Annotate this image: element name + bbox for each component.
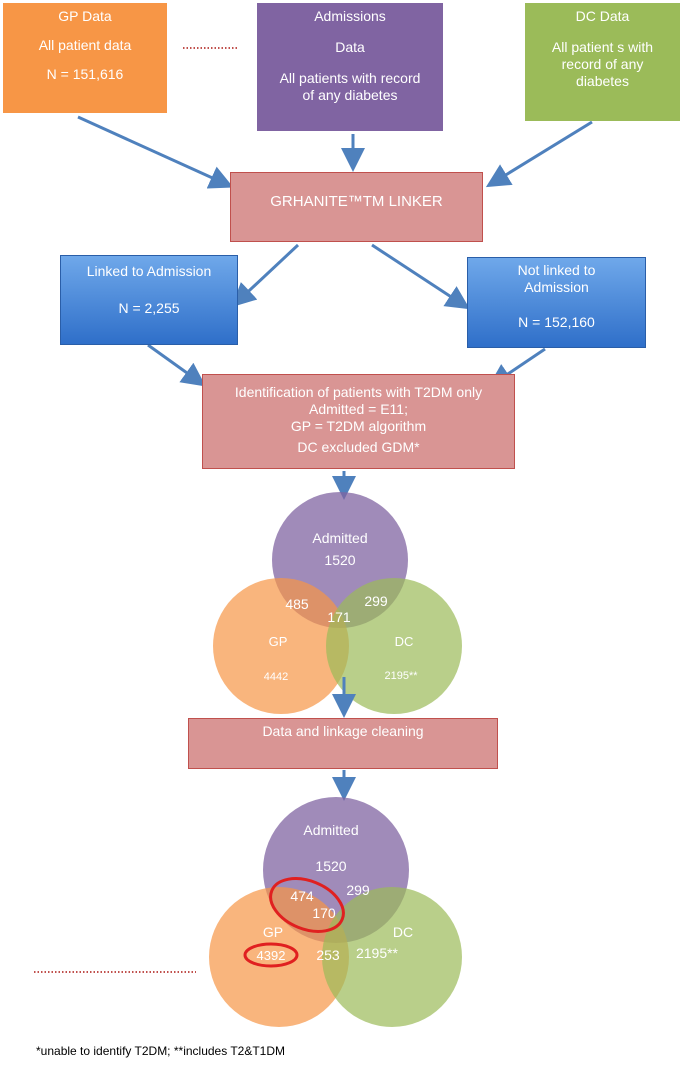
identification-dc-criteria: DC excluded GDM*: [297, 439, 420, 455]
linker-box: GRHANITE™TM LINKER: [230, 172, 483, 242]
dc-data-description-2: record of any: [561, 56, 644, 72]
not-linked-box: Not linked to Admission N = 152,160: [467, 257, 646, 348]
venn2-admitted-label: Admitted: [303, 822, 358, 838]
venn1-dc-label: DC: [395, 634, 414, 649]
venn2-highlight-gp: [243, 942, 299, 968]
admissions-title: Admissions: [314, 8, 386, 24]
venn2-admitted-dc-value: 299: [346, 882, 370, 898]
arrow-gp-to-linker: [77, 115, 234, 189]
dc-data-box: DC Data All patient s with record of any…: [525, 3, 680, 121]
venn2-dc-value: 2195**: [356, 945, 399, 961]
venn2-highlight-overlap: [269, 877, 345, 933]
cleaning-label: Data and linkage cleaning: [262, 723, 424, 739]
footnote: *unable to identify T2DM; **includes T2&…: [36, 1044, 286, 1058]
linker-label: GRHANITE™TM LINKER: [270, 193, 443, 210]
venn2-gp-value: 4392: [257, 948, 286, 963]
admissions-subtitle: Data: [335, 39, 365, 55]
linked-to-admission-box: Linked to Admission N = 2,255: [60, 255, 238, 345]
venn2-dc-label: DC: [393, 924, 413, 940]
venn2-gp-dc-value: 253: [316, 947, 340, 963]
admissions-description-2: of any diabetes: [302, 87, 398, 103]
venn1-admitted-value: 1520: [324, 552, 355, 568]
arrow-linker-to-linked: [231, 243, 300, 308]
dc-data-description-1: All patient s with: [551, 39, 654, 55]
identification-box: Identification of patients with T2DM onl…: [202, 374, 515, 469]
gp-data-box: GP Data All patient data N = 151,616: [3, 3, 167, 113]
venn2-gp-circle: [209, 887, 349, 1027]
gp-data-description: All patient data: [38, 37, 132, 53]
venn-diagram-2: Admitted 1520 474 299 170 GP 4392 253 DC…: [209, 797, 462, 1027]
dc-data-description-3: diabetes: [576, 73, 629, 89]
venn2-admitted-value: 1520: [315, 858, 346, 874]
admissions-data-box: Admissions Data All patients with record…: [257, 3, 443, 131]
venn1-gp-admitted-value: 485: [285, 596, 309, 612]
venn1-gp-label: GP: [269, 634, 288, 649]
venn1-center-value: 171: [327, 609, 351, 625]
arrow-linked-to-identification: [147, 343, 206, 387]
identification-title: Identification of patients with T2DM onl…: [234, 384, 483, 400]
gp-data-count: N = 151,616: [46, 66, 124, 82]
identification-gp-criteria: GP = T2DM algorithm: [290, 418, 427, 434]
arrow-linker-to-not-linked: [371, 243, 471, 310]
not-linked-count: N = 152,160: [518, 314, 595, 330]
venn1-dc-value: 2195**: [384, 670, 418, 682]
venn2-dc-circle: [322, 887, 462, 1027]
venn1-dc-circle: [326, 578, 462, 714]
admissions-description-1: All patients with record: [279, 70, 421, 86]
cleaning-box: Data and linkage cleaning: [188, 718, 498, 769]
identification-admitted-criteria: Admitted = E11;: [309, 401, 408, 417]
venn1-gp-circle: [213, 578, 349, 714]
linked-count: N = 2,255: [118, 300, 180, 316]
not-linked-title-1: Not linked to: [517, 262, 596, 278]
linked-title: Linked to Admission: [86, 263, 212, 279]
arrow-dc-to-linker: [485, 120, 593, 188]
gp-data-title: GP Data: [58, 8, 112, 24]
venn1-gp-value: 4442: [264, 671, 288, 683]
venn1-admitted-dc-value: 299: [364, 593, 388, 609]
venn-diagram-1: Admitted 1520 485 299 171 GP 4442 DC 219…: [213, 492, 462, 714]
not-linked-title-2: Admission: [524, 279, 589, 295]
venn2-gp-admitted-value: 474: [290, 888, 314, 904]
dc-data-title: DC Data: [575, 8, 630, 24]
venn2-gp-label: GP: [263, 924, 283, 940]
venn2-center-value: 170: [312, 905, 336, 921]
venn1-admitted-label: Admitted: [312, 530, 367, 546]
